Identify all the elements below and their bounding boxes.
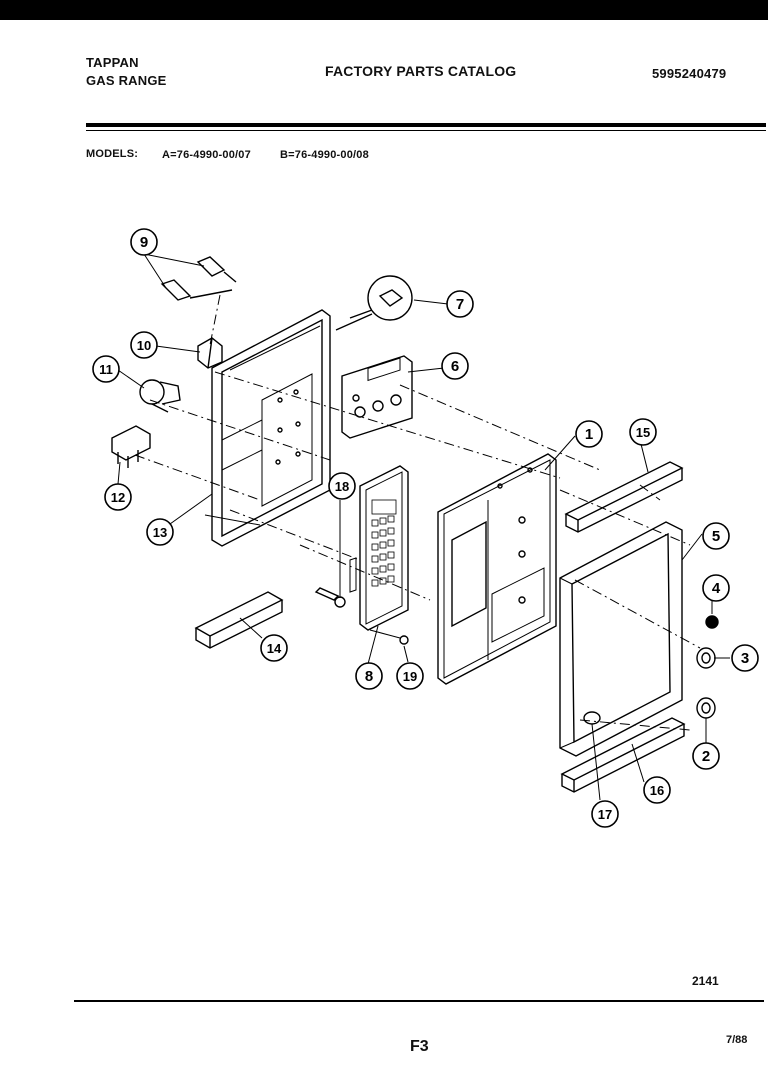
- part-bottom-trim-strip: [560, 717, 686, 793]
- revision-date: 7/88: [726, 1034, 748, 1046]
- callout-number-19: 19: [403, 669, 417, 684]
- callout-number-11: 11: [99, 362, 113, 377]
- callout-number-14: 14: [267, 641, 282, 656]
- part-motor: [139, 379, 181, 413]
- part-bracket: [204, 309, 331, 547]
- model-a: A=76-4990-00/07: [162, 149, 251, 161]
- product-name: GAS RANGE: [86, 73, 167, 88]
- part-clip: [369, 629, 409, 645]
- callout-number-3: 3: [741, 650, 749, 667]
- callout-number-5: 5: [712, 528, 720, 545]
- catalog-number: 5995240479: [652, 66, 727, 81]
- callout-circle-4: [702, 574, 730, 602]
- callout-circle-19: [396, 662, 424, 690]
- part-knob: [696, 697, 716, 719]
- callout-number-7: 7: [456, 296, 464, 313]
- leader-lines: [117, 253, 730, 801]
- page-code: F3: [410, 1038, 429, 1055]
- callout-circle-6: [441, 352, 469, 380]
- callout-circle-17: [591, 800, 619, 828]
- callout-circle-11: [92, 355, 120, 383]
- callout-number-15: 15: [636, 425, 650, 440]
- callout-number-1: 1: [585, 426, 593, 443]
- brand-name: TAPPAN: [86, 55, 139, 70]
- part-wire-harness: [160, 256, 237, 301]
- part-screw: [314, 587, 346, 608]
- header-rule-thin: [86, 130, 766, 131]
- part-nut: [705, 615, 719, 629]
- callout-circle-16: [643, 776, 671, 804]
- drawing-number: 2141: [692, 974, 719, 988]
- alignment-lines: [134, 294, 701, 731]
- callout-circle-10: [130, 331, 158, 359]
- part-terminal-block: [111, 425, 151, 468]
- part-control-panel: [437, 453, 557, 685]
- part-door-frame: [559, 521, 683, 757]
- callout-number-13: 13: [153, 525, 167, 540]
- callout-number-2: 2: [702, 748, 710, 765]
- callout-circle-3: [731, 644, 759, 672]
- callout-number-4: 4: [712, 580, 721, 597]
- catalog-title: FACTORY PARTS CATALOG: [325, 63, 517, 79]
- callout-number-10: 10: [137, 338, 151, 353]
- callout-circle-5: [702, 522, 730, 550]
- callout-number-8: 8: [365, 668, 373, 685]
- models-label: MODELS:: [86, 148, 139, 160]
- part-knob-skirt: [696, 647, 716, 669]
- callout-circle-18: [328, 472, 356, 500]
- callout-circle-12: [104, 483, 132, 511]
- callout-number-6: 6: [451, 358, 459, 375]
- callout-circle-2: [692, 742, 720, 770]
- callout-number-12: 12: [111, 490, 125, 505]
- header-rule-thick: [86, 123, 766, 127]
- part-button: [583, 711, 601, 725]
- callout-circle-13: [146, 518, 174, 546]
- callout-circle-9: [130, 228, 158, 256]
- callout-number-16: 16: [650, 783, 664, 798]
- part-top-trim-strip: [564, 461, 684, 533]
- callout-number-17: 17: [598, 807, 612, 822]
- callout-circle-7: [446, 290, 474, 318]
- footer-rule: [74, 1000, 764, 1002]
- model-b: B=76-4990-00/08: [280, 149, 369, 161]
- part-trim-bracket: [194, 591, 284, 649]
- callout-number-9: 9: [140, 234, 148, 251]
- callout-circle-8: [355, 662, 383, 690]
- callout-circle-1: [575, 420, 603, 448]
- part-clock-board: [341, 355, 413, 439]
- callout-circle-14: [260, 634, 288, 662]
- scan-top-border: [0, 0, 768, 20]
- callout-number-18: 18: [335, 479, 349, 494]
- part-knob-insert: [335, 275, 413, 331]
- callout-circle-15: [629, 418, 657, 446]
- part-keypad: [349, 465, 409, 631]
